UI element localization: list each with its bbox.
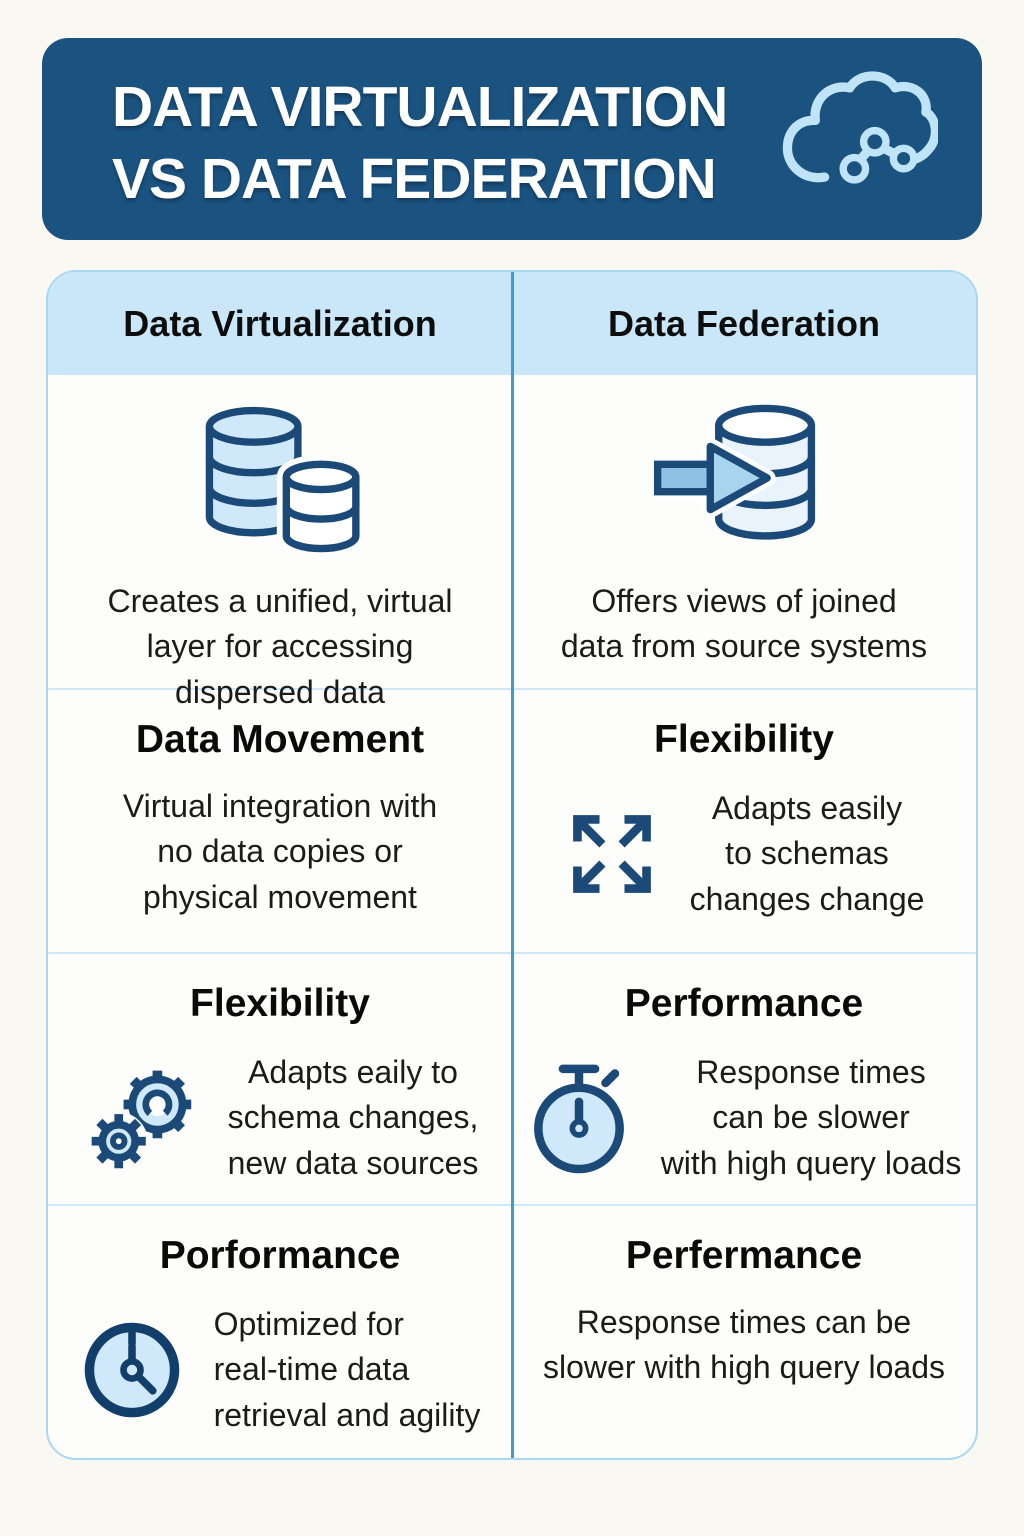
cell-virtualization-definition: Creates a unified, virtual layer for acc… [48,375,512,715]
comparison-table: Data Virtualization Data Federation [46,270,978,1460]
table-row: Creates a unified, virtual layer for acc… [48,375,976,710]
cell-title: Data Movement [135,718,425,761]
column-header-data-federation: Data Federation [607,302,881,344]
column-divider [511,272,514,1458]
cell-text: Response times can be slower with high q… [660,1054,962,1181]
gears-icon [82,1058,198,1178]
cell-text: Adapts eaily to schema changes, new data… [227,1054,479,1181]
page-title: DATA VIRTUALIZATION VS DATA FEDERATION [112,72,728,216]
expand-arrows-icon [564,806,660,902]
cell-virtualization-flexibility: Flexibility [48,954,512,1204]
database-arrow-icon [649,399,839,557]
cell-virtualization-performance: Porformance Optimized [48,1206,512,1458]
cell-text: Creates a unified, virtual layer for acc… [107,583,453,710]
cell-text: Virtual integration with no data copies … [122,788,438,915]
cell-data-movement: Data Movement Virtual integration with n… [48,690,512,952]
cell-federation-performance-2: Perfermance Response times can be slower… [512,1206,976,1458]
cell-title: Perfermance [625,1234,863,1277]
page-title-line1: DATA VIRTUALIZATION [112,75,728,139]
header-banner: DATA VIRTUALIZATION VS DATA FEDERATION [42,38,982,240]
cloud-network-icon [780,68,938,210]
cell-text: Adapts easily to schemas changes chanɡe [689,790,925,917]
cell-title: Porformance [159,1234,401,1277]
cell-text: Optimized for real-time data retrieval a… [213,1306,481,1433]
cell-federation-definition: Offers views of joined data from source … [512,375,976,715]
cell-federation-flexibility: Flexibility Adapts easily to schema [512,690,976,952]
table-row: Porformance Optimized [48,1204,976,1458]
cell-title: Flexibility [190,982,370,1025]
databases-icon [190,399,370,557]
cell-text: Offers views of joined data from source … [560,583,928,665]
cell-federation-performance: Performance [512,954,976,1204]
cell-text: Response times can be slower with high q… [543,1304,945,1386]
cell-title: Performance [624,982,864,1025]
table-row: Data Movement Virtual integration with n… [48,688,976,952]
page-title-line2: VS DATA FEDERATION [112,146,717,211]
stopwatch-icon [527,1059,631,1177]
column-header-data-virtualization: Data Virtualization [123,302,437,344]
cell-title: Flexibility [654,718,834,761]
clock-icon [80,1318,184,1422]
